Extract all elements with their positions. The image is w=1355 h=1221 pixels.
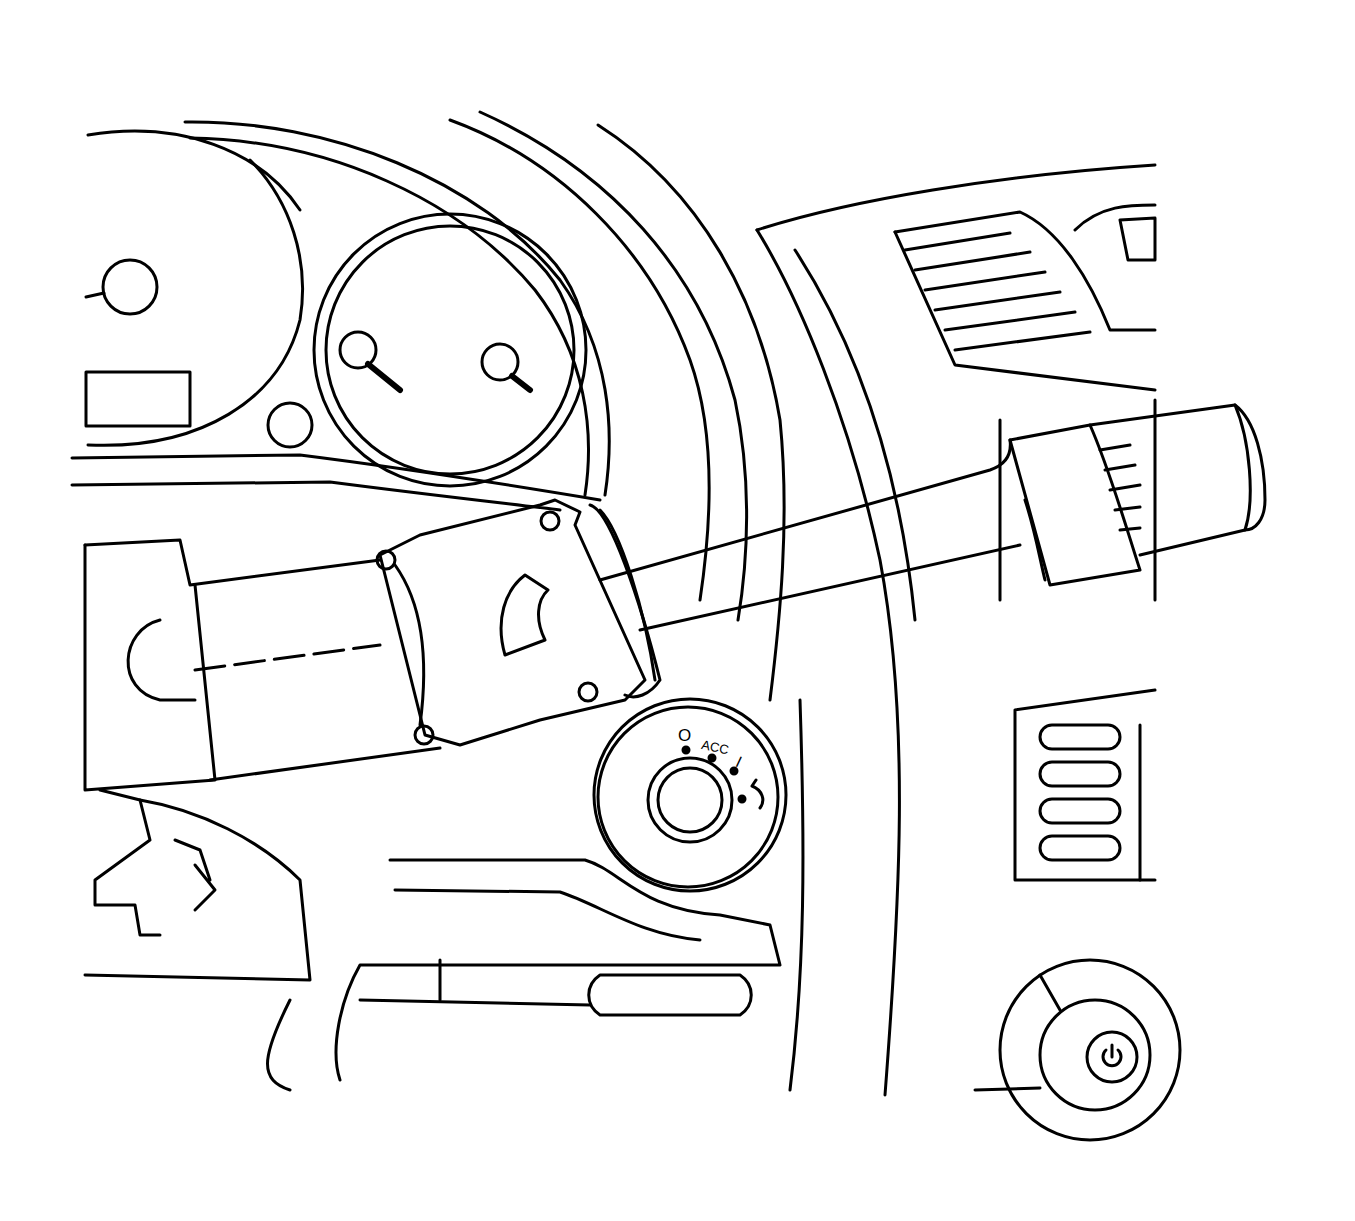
ignition-position-label: O [678,727,691,744]
ignition-position-label: I [733,754,744,770]
ignition-position-label: ACC [700,738,730,756]
